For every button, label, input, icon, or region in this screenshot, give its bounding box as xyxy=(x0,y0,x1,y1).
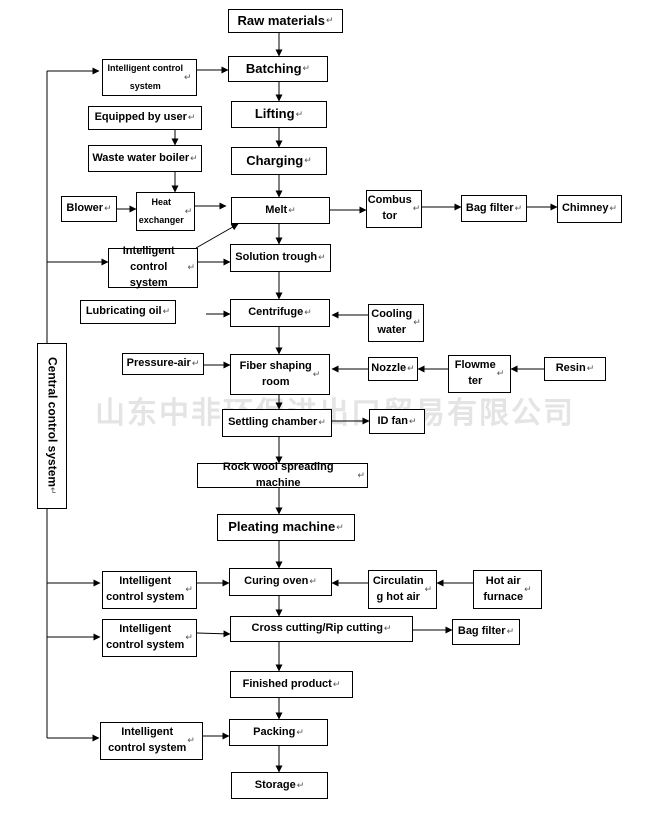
node-flowmeter: Flowme ter↵ xyxy=(448,355,511,393)
node-fiber-shaping-room: Fiber shaping room↵ xyxy=(230,354,330,395)
node-cooling-water: Cooling water↵ xyxy=(368,304,424,342)
node-resin: Resin↵ xyxy=(544,357,606,381)
node-curing-oven: Curing oven↵ xyxy=(229,568,332,596)
node-pleating-machine: Pleating machine↵ xyxy=(217,514,355,541)
node-ics-curing: Intelligent control system↵ xyxy=(102,571,197,609)
node-blower: Blower↵ xyxy=(61,196,117,222)
node-ics-cross: Intelligent control system↵ xyxy=(102,619,197,657)
node-combustor: Combus tor↵ xyxy=(366,190,422,228)
node-nozzle: Nozzle↵ xyxy=(368,357,418,381)
node-heat-exchanger: Heat exchanger↵ xyxy=(136,192,195,231)
node-circulating-hot-air: Circulatin g hot air↵ xyxy=(368,570,437,609)
node-solution-trough: Solution trough↵ xyxy=(230,244,331,272)
node-charging: Charging↵ xyxy=(231,147,327,175)
node-central-control-system: Central control system↵ xyxy=(37,343,67,509)
node-finished-product: Finished product↵ xyxy=(230,671,353,698)
edge-ics-cross xyxy=(196,630,231,638)
node-hot-air-furnace: Hot air furnace↵ xyxy=(473,570,542,609)
node-chimney: Chimney↵ xyxy=(557,195,622,223)
watermark: 山东中非环保进出口贸易有限公司 xyxy=(95,396,575,431)
node-centrifuge: Centrifuge↵ xyxy=(230,299,330,327)
node-rock-wool-spreading: Rock wool spreading machine↵ xyxy=(197,461,368,489)
node-raw-materials: Raw materials↵ xyxy=(228,9,343,33)
node-lubricating-oil: Lubricating oil↵ xyxy=(80,300,176,324)
node-settling-chamber: Settling chamber↵ xyxy=(222,409,332,437)
node-bag-filter-bottom: Bag filter↵ xyxy=(452,619,520,645)
node-ics-packing: Intelligent control system↵ xyxy=(100,722,203,760)
node-storage: Storage↵ xyxy=(231,772,328,799)
node-waste-water-boiler: Waste water boiler↵ xyxy=(88,145,202,172)
node-equipped-by-user: Equipped by user↵ xyxy=(88,106,202,130)
node-ics-batching: Intelligent control system↵ xyxy=(102,59,197,96)
node-packing: Packing↵ xyxy=(229,719,328,746)
node-pressure-air: Pressure-air↵ xyxy=(122,353,204,375)
edge-ics-melt xyxy=(195,223,239,249)
node-batching: Batching↵ xyxy=(228,56,328,82)
node-ics-solution: Intelligent control system↵ xyxy=(108,245,198,289)
node-id-fan: ID fan↵ xyxy=(369,409,425,434)
node-cross-cutting: Cross cutting/Rip cutting↵ xyxy=(230,616,413,642)
node-lifting: Lifting↵ xyxy=(231,101,327,128)
node-melt: Melt↵ xyxy=(231,197,330,224)
node-bag-filter-top: Bag filter↵ xyxy=(461,195,527,222)
